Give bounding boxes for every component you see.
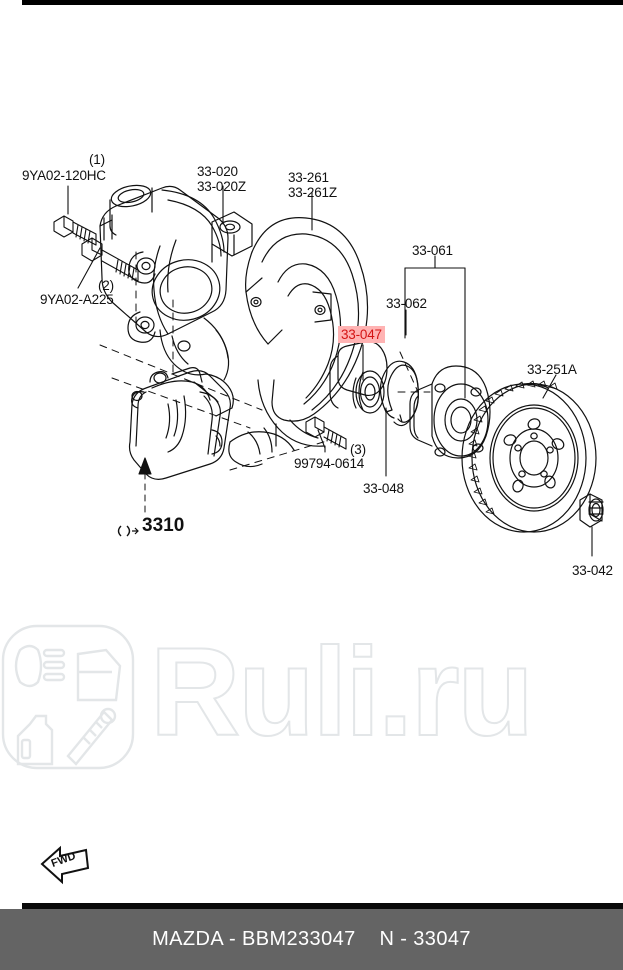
- exploded-diagram: [53, 184, 604, 557]
- shock-absorber-icon: [66, 707, 117, 766]
- callout-9ya02-a225-qty: (2): [98, 278, 114, 293]
- callout-9ya02-120hc-qty: (1): [89, 152, 105, 167]
- watermark-text: Ruli.ru: [149, 623, 535, 762]
- footer-text: MAZDA - BBM233047 N - 33047: [152, 928, 471, 950]
- fwd-arrow-icon: [40, 845, 90, 885]
- bolt-99794-0614: [305, 416, 347, 450]
- caliper-arrowhead: [138, 457, 152, 475]
- wheel-bearing: [329, 341, 388, 414]
- headlight-icon: [14, 644, 66, 688]
- footer-rule: [22, 903, 623, 909]
- callout-33-261: 33-261: [288, 170, 329, 185]
- callout-9ya02-a225: 9YA02-A225: [40, 292, 114, 307]
- highlighted-part-number: 33-047: [338, 326, 385, 343]
- wheel-hub: [409, 365, 491, 459]
- callout-33-047-highlight: 33-047: [338, 326, 385, 343]
- dust-shield: [228, 217, 369, 468]
- callout-33-061: 33-061: [412, 243, 453, 258]
- oil-bottle-icon: [16, 714, 54, 766]
- callout-33-020z: 33-020Z: [197, 179, 246, 194]
- callout-group-3310: 3310: [142, 515, 185, 536]
- top-rule: [22, 0, 623, 5]
- callout-33-042: 33-042: [572, 563, 613, 578]
- group-ref-symbol-icon: [117, 525, 139, 537]
- bolt-9ya02-120hc: [53, 215, 97, 246]
- callout-33-048: 33-048: [363, 481, 404, 496]
- watermark: Ruli.ru: [0, 612, 623, 782]
- footer-bar: MAZDA - BBM233047 N - 33047: [0, 909, 623, 970]
- callout-99794-0614: 99794-0614: [294, 456, 365, 471]
- group-ref-number: 3310: [142, 515, 185, 536]
- steering-knuckle: [99, 184, 253, 417]
- callout-33-062: 33-062: [386, 296, 427, 311]
- brake-caliper: [128, 367, 231, 480]
- hub-nut: [579, 493, 604, 528]
- callout-33-020: 33-020: [197, 164, 238, 179]
- callout-9ya02-120hc: 9YA02-120HC: [22, 168, 106, 183]
- car-door-icon: [76, 648, 122, 702]
- callout-33-251a: 33-251A: [527, 362, 577, 377]
- callout-33-261z: 33-261Z: [288, 185, 337, 200]
- callout-99794-0614-qty: (3): [350, 442, 366, 457]
- brake-disc: [461, 380, 597, 533]
- assembly-axis: [99, 251, 431, 471]
- watermark-icon-box: [1, 624, 135, 770]
